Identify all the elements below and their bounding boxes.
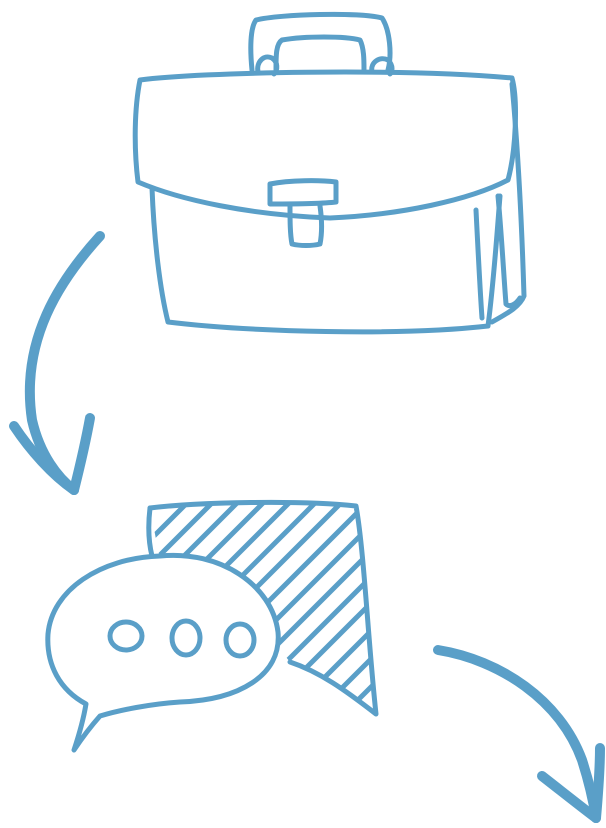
speech-bubbles-icon xyxy=(48,498,378,750)
curved-arrow-down-right-icon xyxy=(438,650,600,818)
curved-arrow-down-icon xyxy=(14,236,100,490)
briefcase-icon xyxy=(135,14,524,331)
